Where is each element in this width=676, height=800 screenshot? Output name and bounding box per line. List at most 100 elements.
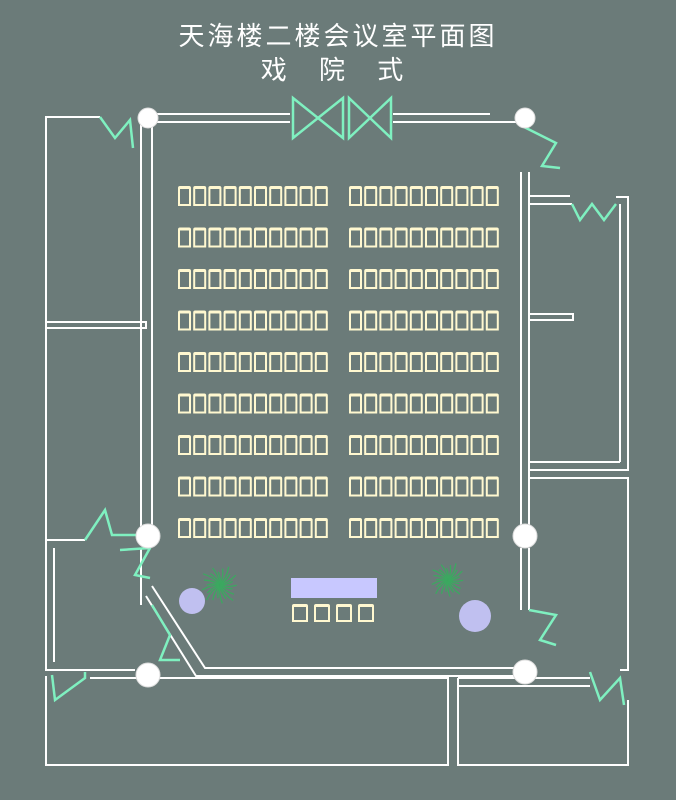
- seat: [394, 186, 408, 206]
- seat: [409, 352, 423, 372]
- seat: [284, 269, 298, 289]
- plant-left: [201, 566, 237, 604]
- seat: [223, 227, 237, 248]
- seat: [193, 269, 207, 289]
- bottom-wall: [45, 676, 449, 766]
- seat: [238, 227, 252, 248]
- seat: [254, 310, 267, 331]
- seat: [349, 518, 362, 538]
- round-planter-left: [179, 588, 205, 614]
- seat: [299, 269, 313, 289]
- seat: [178, 310, 191, 331]
- left-outer-wall: [45, 116, 100, 540]
- seat: [208, 186, 222, 206]
- seat: [425, 435, 438, 455]
- seat: [178, 393, 191, 414]
- seat: [364, 518, 378, 538]
- seat: [455, 186, 469, 206]
- seat: [208, 476, 222, 497]
- seat: [349, 186, 362, 206]
- seat: [470, 518, 484, 538]
- seat: [379, 352, 393, 372]
- seat: [485, 435, 499, 455]
- seat: [379, 393, 393, 414]
- seat: [223, 186, 237, 206]
- seat: [379, 227, 393, 248]
- column: [135, 662, 161, 688]
- right-lower-room: [529, 477, 629, 671]
- seat: [178, 476, 191, 497]
- seat: [470, 393, 484, 414]
- seat: [394, 518, 408, 538]
- seat: [349, 476, 362, 497]
- door-right-room: [570, 201, 617, 223]
- seat: [238, 518, 252, 538]
- seat: [455, 435, 469, 455]
- seat: [254, 518, 267, 538]
- seat: [254, 186, 267, 206]
- seat: [269, 435, 283, 455]
- door-right-lower: [528, 608, 559, 647]
- seat: [470, 186, 484, 206]
- seat: [238, 269, 252, 289]
- seat: [425, 518, 438, 538]
- seat: [364, 269, 378, 289]
- door-left-lobby: [119, 546, 153, 580]
- head-table-seats: [292, 604, 374, 622]
- seat: [394, 227, 408, 248]
- column: [512, 659, 538, 685]
- seat: [409, 518, 423, 538]
- seat: [409, 269, 423, 289]
- seat: [409, 310, 423, 331]
- seat: [269, 227, 283, 248]
- seat: [193, 435, 207, 455]
- seat: [485, 476, 499, 497]
- seat: [269, 518, 283, 538]
- double-door-2: [347, 95, 393, 141]
- seat: [238, 352, 252, 372]
- double-door-1: [291, 95, 345, 141]
- seat: [314, 227, 328, 248]
- seat: [409, 227, 423, 248]
- seat: [314, 269, 328, 289]
- seat: [299, 352, 313, 372]
- seat: [470, 227, 484, 248]
- seat: [485, 186, 499, 206]
- seat: [269, 393, 283, 414]
- seat: [425, 186, 438, 206]
- seat: [314, 476, 328, 497]
- door-top-right: [519, 123, 561, 170]
- seat: [178, 227, 191, 248]
- seat: [269, 186, 283, 206]
- seat: [178, 518, 191, 538]
- seat: [284, 435, 298, 455]
- seat: [470, 269, 484, 289]
- seat: [223, 352, 237, 372]
- seat: [440, 435, 454, 455]
- seat: [269, 310, 283, 331]
- doors: [50, 95, 626, 706]
- seat: [364, 435, 378, 455]
- seat: [223, 435, 237, 455]
- seat: [178, 269, 191, 289]
- seat: [193, 310, 207, 331]
- seat: [349, 393, 362, 414]
- seat: [336, 604, 352, 622]
- seat: [440, 310, 454, 331]
- seat: [409, 186, 423, 206]
- plan-subtitle: 戏 院 式: [260, 56, 416, 86]
- seat: [223, 310, 237, 331]
- seat: [238, 310, 252, 331]
- seat: [208, 435, 222, 455]
- right-partition: [528, 313, 574, 321]
- seat: [254, 269, 267, 289]
- seat: [238, 186, 252, 206]
- seat: [178, 435, 191, 455]
- seat: [364, 393, 378, 414]
- seat: [425, 269, 438, 289]
- seat: [254, 435, 267, 455]
- seat: [409, 393, 423, 414]
- seat: [455, 310, 469, 331]
- seat: [269, 269, 283, 289]
